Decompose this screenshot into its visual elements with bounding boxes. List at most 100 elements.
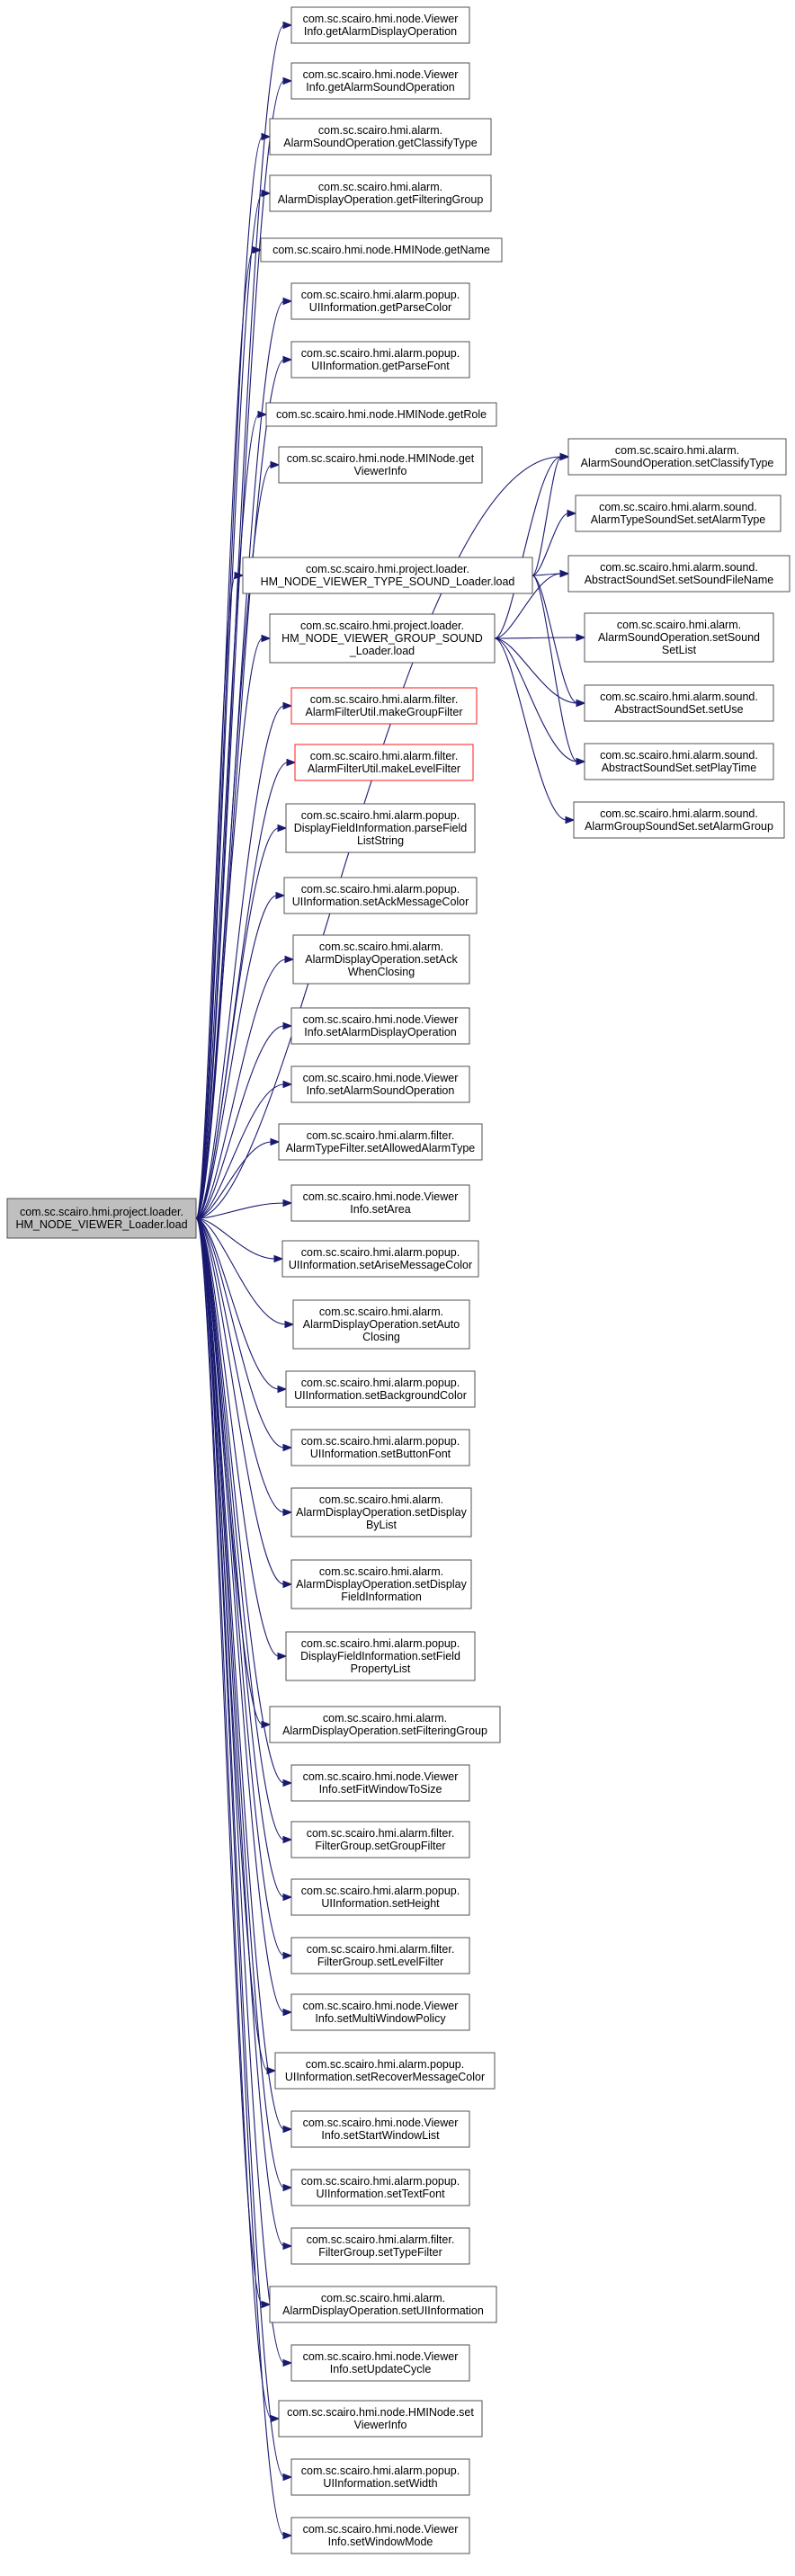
node-box xyxy=(281,1240,479,1278)
node-label-line: com.sc.scairo.hmi.alarm.filter. xyxy=(310,750,459,762)
edges-layer xyxy=(195,21,586,2540)
node-n35[interactable]: com.sc.scairo.hmi.node.ViewerInfo.setSta… xyxy=(290,2110,470,2148)
node-n14[interactable]: com.sc.scairo.hmi.alarm.popup.DisplayFie… xyxy=(285,803,476,853)
node-box xyxy=(6,1198,197,1239)
node-n12[interactable]: com.sc.scairo.hmi.alarm.filter.AlarmFilt… xyxy=(290,687,478,725)
node-label-line: com.sc.scairo.hmi.node.HMINode.get xyxy=(287,452,475,465)
node-n38[interactable]: com.sc.scairo.hmi.alarm.AlarmDisplayOper… xyxy=(269,2286,497,2323)
node-label-line: com.sc.scairo.hmi.alarm.sound. xyxy=(599,501,757,513)
node-n17[interactable]: com.sc.scairo.hmi.node.ViewerInfo.setAla… xyxy=(290,1007,470,1045)
node-label-line: PropertyList xyxy=(351,1662,411,1675)
arrowhead xyxy=(559,452,570,461)
root-node[interactable]: com.sc.scairo.hmi.project.loader.HM_NODE… xyxy=(6,1198,197,1239)
node-n11[interactable]: com.sc.scairo.hmi.project.loader.HM_NODE… xyxy=(269,613,496,664)
node-n32[interactable]: com.sc.scairo.hmi.alarm.filter.FilterGro… xyxy=(290,1937,470,1974)
node-label-line: com.sc.scairo.hmi.alarm. xyxy=(318,181,442,193)
node-n33[interactable]: com.sc.scairo.hmi.node.ViewerInfo.setMul… xyxy=(290,1993,470,2031)
node-n2[interactable]: com.sc.scairo.hmi.node.ViewerInfo.getAla… xyxy=(290,62,470,100)
node-n10[interactable]: com.sc.scairo.hmi.project.loader.HM_NODE… xyxy=(242,557,533,594)
node-s5[interactable]: com.sc.scairo.hmi.alarm.sound.AbstractSo… xyxy=(584,684,774,722)
node-s1[interactable]: com.sc.scairo.hmi.alarm.AlarmSoundOperat… xyxy=(567,438,787,476)
node-n22[interactable]: com.sc.scairo.hmi.alarm.AlarmDisplayOper… xyxy=(292,1299,470,1350)
node-n7[interactable]: com.sc.scairo.hmi.alarm.popup.UIInformat… xyxy=(290,341,470,379)
node-n26[interactable]: com.sc.scairo.hmi.alarm.AlarmDisplayOper… xyxy=(290,1559,472,1609)
arrowhead xyxy=(576,699,586,708)
node-n20[interactable]: com.sc.scairo.hmi.node.ViewerInfo.setAre… xyxy=(290,1184,470,1222)
edge-n10-s5 xyxy=(531,575,578,704)
node-n6[interactable]: com.sc.scairo.hmi.alarm.popup.UIInformat… xyxy=(290,282,470,320)
node-box xyxy=(290,62,470,100)
node-box xyxy=(290,1764,470,1802)
node-n16[interactable]: com.sc.scairo.hmi.alarm.AlarmDisplayOper… xyxy=(292,934,470,985)
node-n18[interactable]: com.sc.scairo.hmi.node.ViewerInfo.setAla… xyxy=(290,1065,470,1103)
node-n36[interactable]: com.sc.scairo.hmi.alarm.popup.UIInformat… xyxy=(290,2169,470,2206)
edge-root-n2 xyxy=(195,80,285,1219)
edge-n10-s1 xyxy=(531,456,562,576)
node-s2[interactable]: com.sc.scairo.hmi.alarm.sound.AlarmTypeS… xyxy=(575,495,782,532)
node-box xyxy=(292,934,470,985)
node-n15[interactable]: com.sc.scairo.hmi.alarm.popup.UIInformat… xyxy=(283,877,478,914)
node-n5[interactable]: com.sc.scairo.hmi.node.HMINode.getName xyxy=(260,237,503,263)
node-label-line: com.sc.scairo.hmi.alarm.popup. xyxy=(301,1435,460,1448)
node-n9[interactable]: com.sc.scairo.hmi.node.HMINode.getViewer… xyxy=(278,446,483,484)
node-box xyxy=(290,6,470,44)
node-label-line: DisplayFieldInformation.setField xyxy=(300,1650,460,1662)
arrowhead xyxy=(282,2473,293,2482)
node-label-line: Info.setMultiWindowPolicy xyxy=(315,2012,446,2025)
edge-root-n24 xyxy=(195,1217,285,1448)
node-n25[interactable]: com.sc.scairo.hmi.alarm.AlarmDisplayOper… xyxy=(290,1487,472,1538)
node-s4[interactable]: com.sc.scairo.hmi.alarm.AlarmSoundOperat… xyxy=(584,612,774,663)
node-n27[interactable]: com.sc.scairo.hmi.alarm.popup.DisplayFie… xyxy=(285,1631,476,1681)
node-label-line: com.sc.scairo.hmi.alarm. xyxy=(319,1493,443,1506)
node-label-line: com.sc.scairo.hmi.node.Viewer xyxy=(303,2117,459,2129)
node-n3[interactable]: com.sc.scairo.hmi.alarm.AlarmSoundOperat… xyxy=(269,118,492,156)
arrowhead xyxy=(284,1320,295,1329)
node-n28[interactable]: com.sc.scairo.hmi.alarm.AlarmDisplayOper… xyxy=(269,1706,501,1743)
node-label-line: DisplayFieldInformation.parseField xyxy=(294,822,467,834)
node-n21[interactable]: com.sc.scairo.hmi.alarm.popup.UIInformat… xyxy=(281,1240,479,1278)
edge-root-n42 xyxy=(195,1217,285,2536)
node-label-line: Info.setUpdateCycle xyxy=(330,2363,432,2375)
node-n13[interactable]: com.sc.scairo.hmi.alarm.filter.AlarmFilt… xyxy=(294,744,474,781)
node-n23[interactable]: com.sc.scairo.hmi.alarm.popup.UIInformat… xyxy=(285,1370,476,1408)
node-s3[interactable]: com.sc.scairo.hmi.alarm.sound.AbstractSo… xyxy=(567,555,791,593)
node-label-line: com.sc.scairo.hmi.node.Viewer xyxy=(303,13,459,25)
arrowhead xyxy=(270,2414,281,2423)
node-label-line: AlarmSoundOperation.setClassifyType xyxy=(581,457,774,469)
node-s7[interactable]: com.sc.scairo.hmi.alarm.sound.AlarmGroup… xyxy=(573,801,785,839)
edge-root-n17 xyxy=(195,1025,285,1219)
node-label-line: com.sc.scairo.hmi.node.HMINode.getRole xyxy=(276,408,487,421)
node-n34[interactable]: com.sc.scairo.hmi.alarm.popup.UIInformat… xyxy=(274,2052,496,2090)
node-box xyxy=(290,1487,472,1538)
node-box xyxy=(278,2400,483,2438)
node-label-line: com.sc.scairo.hmi.alarm. xyxy=(615,444,739,457)
node-label-line: com.sc.scairo.hmi.alarm.popup. xyxy=(301,809,460,822)
node-label-line: com.sc.scairo.hmi.alarm.popup. xyxy=(301,1885,460,1897)
node-n8[interactable]: com.sc.scairo.hmi.node.HMINode.getRole xyxy=(265,402,497,427)
edge-root-n22 xyxy=(195,1217,287,1325)
node-box xyxy=(567,438,787,476)
node-n29[interactable]: com.sc.scairo.hmi.node.ViewerInfo.setFit… xyxy=(290,1764,470,1802)
node-n40[interactable]: com.sc.scairo.hmi.node.HMINode.setViewer… xyxy=(278,2400,483,2438)
arrowhead xyxy=(277,1385,288,1394)
node-n42[interactable]: com.sc.scairo.hmi.node.ViewerInfo.setWin… xyxy=(290,2517,470,2554)
node-n4[interactable]: com.sc.scairo.hmi.alarm.AlarmDisplayOper… xyxy=(269,174,492,212)
node-n37[interactable]: com.sc.scairo.hmi.alarm.filter.FilterGro… xyxy=(290,2227,470,2265)
node-box xyxy=(290,2227,470,2265)
node-label-line: Info.setArea xyxy=(350,1203,410,1216)
node-n1[interactable]: com.sc.scairo.hmi.node.ViewerInfo.getAla… xyxy=(290,6,470,44)
node-n19[interactable]: com.sc.scairo.hmi.alarm.filter.AlarmType… xyxy=(278,1123,483,1161)
node-box xyxy=(242,557,533,594)
node-n41[interactable]: com.sc.scairo.hmi.alarm.popup.UIInformat… xyxy=(290,2458,470,2496)
node-n24[interactable]: com.sc.scairo.hmi.alarm.popup.UIInformat… xyxy=(290,1429,470,1466)
node-n31[interactable]: com.sc.scairo.hmi.alarm.popup.UIInformat… xyxy=(290,1878,470,1916)
arrowhead xyxy=(282,1778,293,1787)
node-n39[interactable]: com.sc.scairo.hmi.node.ViewerInfo.setUpd… xyxy=(290,2344,470,2382)
edge-n11-s5 xyxy=(494,637,578,704)
arrowhead xyxy=(261,189,272,198)
node-s6[interactable]: com.sc.scairo.hmi.alarm.sound.AbstractSo… xyxy=(584,743,774,780)
arrowhead xyxy=(282,76,293,85)
node-label-line: com.sc.scairo.hmi.alarm.filter. xyxy=(310,693,459,706)
node-n30[interactable]: com.sc.scairo.hmi.alarm.filter.FilterGro… xyxy=(290,1821,470,1858)
